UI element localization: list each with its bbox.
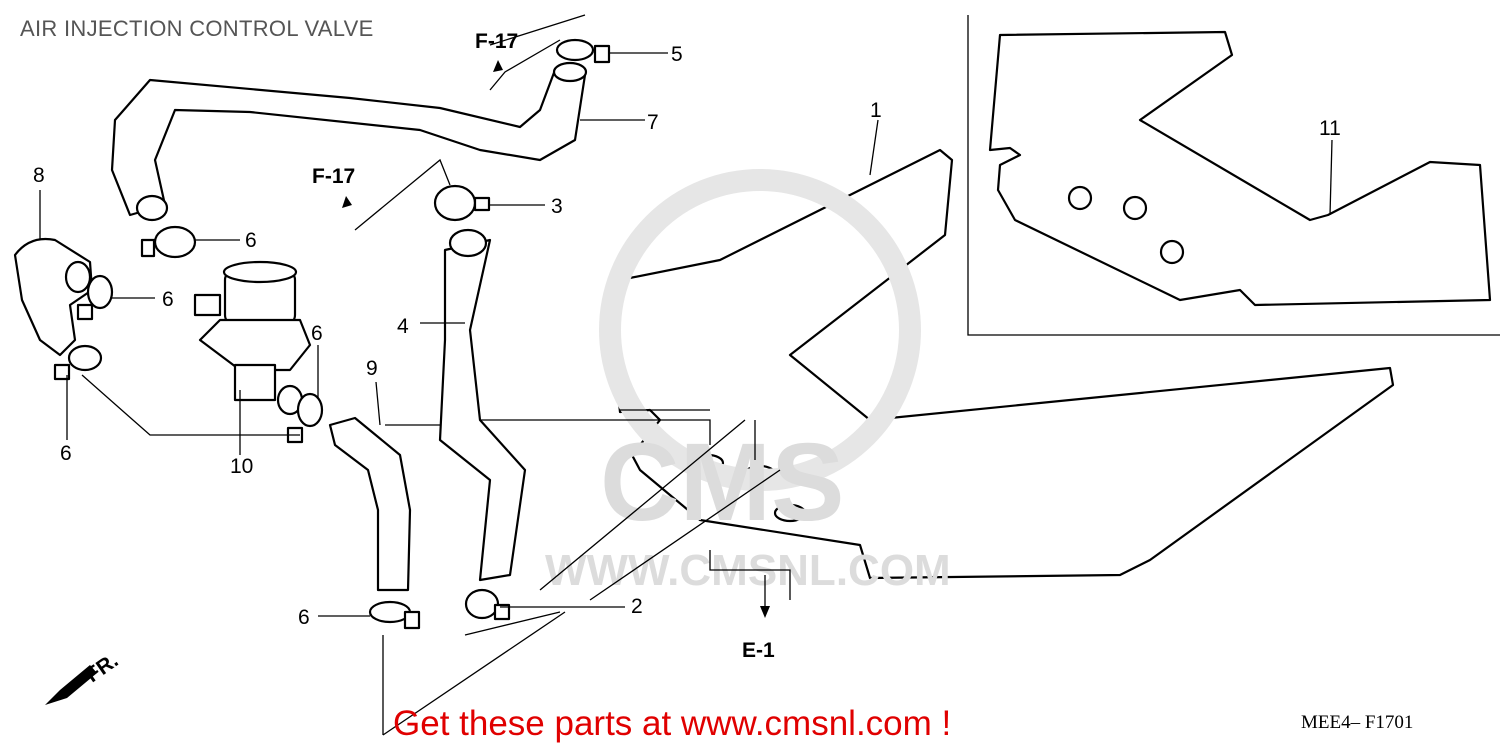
clamp-6 [76,274,114,321]
part-9-hose [328,416,412,592]
clamp-6 [286,392,324,444]
callout-9: 9 [366,357,378,380]
ref-f17-top: F-17 [475,30,518,53]
hose-end [552,61,588,83]
promo-link[interactable]: Get these parts at www.cmsnl.com ! [393,704,952,743]
arrow-icon [493,60,503,72]
part-4-hose [438,238,527,582]
clamp-3 [433,184,491,222]
callout-6: 6 [245,229,257,252]
ref-e1: E-1 [742,639,775,662]
front-arrow-icon [45,665,97,705]
part-8-hose [13,237,94,357]
callout-1: 1 [870,99,882,122]
callout-6: 6 [311,322,323,345]
part-11-gasket [988,30,1492,307]
clamp-2 [464,588,511,621]
plate-hole [773,503,807,523]
callout-6: 6 [298,606,310,629]
callout-6: 6 [162,288,174,311]
clamp-6 [140,225,197,259]
plate-hole [743,464,777,484]
hose-end [448,228,488,258]
inset-frame [967,15,1500,336]
callout-8: 8 [33,164,45,187]
gasket-hole [1159,239,1185,265]
callout-10: 10 [230,455,253,478]
part-10-valve [193,260,312,416]
callout-6: 6 [60,442,72,465]
callout-11: 11 [1319,117,1341,140]
clamp-6 [53,344,103,381]
ref-f17-mid: F-17 [312,165,355,188]
leader-lines [39,14,1333,736]
part-7-hose [110,68,587,217]
arrow-icon [342,196,352,208]
callout-4: 4 [397,315,409,338]
clamp-6 [368,600,421,630]
front-label: FR. [82,649,123,687]
gasket-hole [1067,185,1093,211]
hose-end [64,260,92,294]
gasket-hole [1122,195,1148,221]
callout-2: 2 [631,595,643,618]
diagram-title: AIR INJECTION CONTROL VALVE [20,16,374,41]
callout-3: 3 [551,195,563,218]
diagram-code: MEE4– F1701 [1301,712,1414,733]
arrow-icon [760,606,770,618]
hose-end [135,194,169,222]
callout-7: 7 [647,111,659,134]
clamp-5 [555,38,611,64]
callout-5: 5 [671,43,683,66]
plate-hole [691,453,725,473]
